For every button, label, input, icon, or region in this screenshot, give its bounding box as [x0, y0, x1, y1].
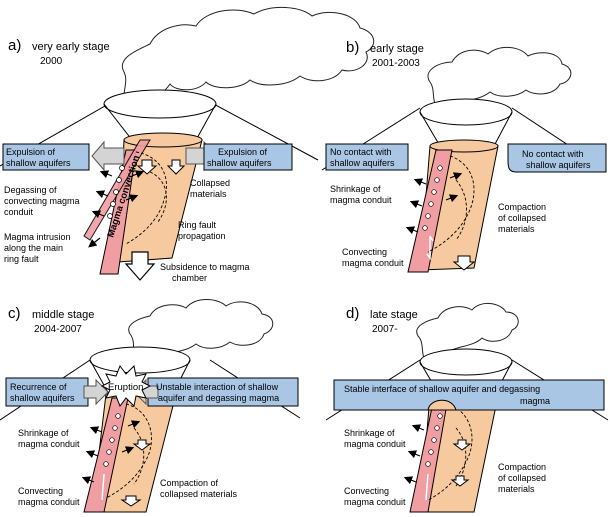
- compact-d-line3: materials: [498, 484, 535, 494]
- compact-b-line1: Compaction: [498, 202, 546, 212]
- gas-bubbles-d: [425, 413, 443, 467]
- degas-a-line1: Degassing of: [4, 185, 57, 195]
- aquifer-box-left-a: [2, 143, 90, 171]
- convect-d-line2: magma conduit: [344, 497, 406, 507]
- stable-d-line1: Stable interface of shallow aquifer and …: [344, 384, 540, 394]
- panel-stage-d: late stage: [370, 309, 418, 321]
- panel-stage-b: early stage: [370, 43, 424, 55]
- ring-fault-dashes-c: [105, 403, 152, 499]
- stable-d-line2: magma: [520, 396, 550, 406]
- stable-interface-band-d: [333, 379, 605, 411]
- intrusion-a-line1: Magma intrusion: [4, 232, 71, 242]
- panel-letter-b: b): [346, 39, 359, 56]
- nocontact-right-b-line2: shallow aquifers: [526, 160, 591, 170]
- collapsed-a-line2: materials: [190, 189, 227, 199]
- nocontact-left-b-line2: shallow aquifers: [330, 158, 395, 168]
- convect-d-line1: Convecting: [344, 486, 389, 496]
- panel-letter-d: d): [346, 305, 359, 322]
- panel-letter-c: c): [8, 305, 21, 322]
- gas-bubbles-a: [107, 165, 125, 219]
- eruption-label: Eruption: [108, 382, 143, 393]
- nocontact-right-b-line1: No contact with: [522, 149, 584, 159]
- aquifer-right-a-line1: Expulsion of: [218, 147, 268, 157]
- convect-c-line2: magma conduit: [18, 497, 80, 507]
- crater-rim-b: [419, 98, 513, 126]
- crater-rim-a: [103, 89, 217, 119]
- panel-year-a: 2000: [40, 56, 63, 67]
- panel-year-c: 2004-2007: [34, 324, 82, 335]
- shrink-c-line2: magma conduit: [18, 439, 80, 449]
- panel-c: Eruption c) middle stage 2004-2007 Recur…: [0, 299, 301, 513]
- crater-rim-c: [89, 346, 191, 374]
- aquifer-arrow-left-a: [91, 140, 125, 172]
- plume-b: [427, 47, 572, 115]
- panel-a: Magma convection a) very early stage: [0, 6, 375, 283]
- unstable-c-line1: Unstable interaction of shallow: [156, 382, 279, 392]
- plume-a: [121, 6, 375, 113]
- panel-stage-c: middle stage: [32, 309, 94, 321]
- degassing-arrows-a: [88, 170, 145, 248]
- collapsed-a-line1: Collapsed: [190, 178, 230, 188]
- crater-rim-d: [419, 348, 513, 376]
- compact-c-line1: Compaction of: [160, 478, 219, 488]
- recurrence-c-line1: Recurrence of: [10, 382, 67, 392]
- panel-b: b) early stage 2001-2003 No contact with…: [321, 39, 607, 273]
- panel-year-b: 2001-2003: [372, 58, 420, 69]
- subsidence-a-line1: Subsidence to magma: [160, 262, 250, 272]
- subsidence-a-line2: chamber: [172, 273, 207, 283]
- gas-bubbles-b: [422, 165, 443, 231]
- degas-a-line3: conduit: [4, 207, 34, 217]
- compact-b-line3: materials: [498, 224, 535, 234]
- ring-fault-a-line2: propagation: [178, 231, 226, 241]
- ring-fault-dashes-a: [125, 151, 167, 245]
- shrink-d-line1: Shrinkage of: [344, 428, 395, 438]
- convect-c-line1: Convecting: [18, 486, 63, 496]
- shrink-b-line2: magma conduit: [330, 195, 392, 205]
- eruption-burst-c: [100, 364, 152, 408]
- ring-fault-a-line1: Ring fault: [178, 220, 217, 230]
- panel-letter-a: a): [8, 37, 21, 54]
- nocontact-left-b-line1: No contact with: [330, 147, 392, 157]
- shrink-c-line1: Shrinkage of: [18, 428, 69, 438]
- crater-walls-a: [103, 103, 217, 141]
- convect-b-line2: magma conduit: [342, 258, 404, 268]
- unstable-c-line2: aquifer and degassing magma: [158, 393, 279, 403]
- compact-d-line1: Compaction: [498, 462, 546, 472]
- compact-c-line2: collapsed materials: [160, 489, 238, 499]
- panel-year-d: 2007-: [372, 324, 398, 335]
- aquifer-right-a-line2: shallow aquifers: [207, 158, 272, 168]
- compact-b-line2: of collapsed: [498, 213, 546, 223]
- degassing-arrows-d: [403, 424, 425, 485]
- convect-b-line1: Convecting: [342, 247, 387, 257]
- unstable-box-c: [147, 377, 299, 407]
- degassing-arrows-c: [81, 420, 141, 485]
- shrink-b-line1: Shrinkage of: [330, 184, 381, 194]
- intrusion-a-line2: along the main: [4, 243, 63, 253]
- degas-a-line2: convecting magma: [4, 196, 80, 206]
- panel-stage-a: very early stage: [32, 41, 110, 53]
- nocontact-box-left-b: [325, 143, 409, 171]
- subsidence-arrows-a: [124, 159, 186, 281]
- intrusion-a-line3: ring fault: [4, 254, 39, 264]
- degassing-arrows-b: [405, 172, 463, 235]
- compact-d-line2: of collapsed: [498, 473, 546, 483]
- aquifer-box-right-a: [203, 143, 293, 171]
- aquifer-left-a-line2: shallow aquifers: [6, 158, 71, 168]
- magma-conduit-a: [99, 149, 137, 275]
- aquifer-left-a-line1: Expulsion of: [6, 147, 56, 157]
- panel-d: d) late stage 2007- Stable interface of …: [325, 303, 609, 513]
- gas-bubbles-c: [103, 413, 121, 467]
- ring-fault-dashes-b: [427, 155, 475, 253]
- shrink-d-line2: magma conduit: [344, 439, 406, 449]
- recurrence-c-line2: shallow aquifers: [10, 393, 75, 403]
- nocontact-box-right-b: [507, 143, 607, 173]
